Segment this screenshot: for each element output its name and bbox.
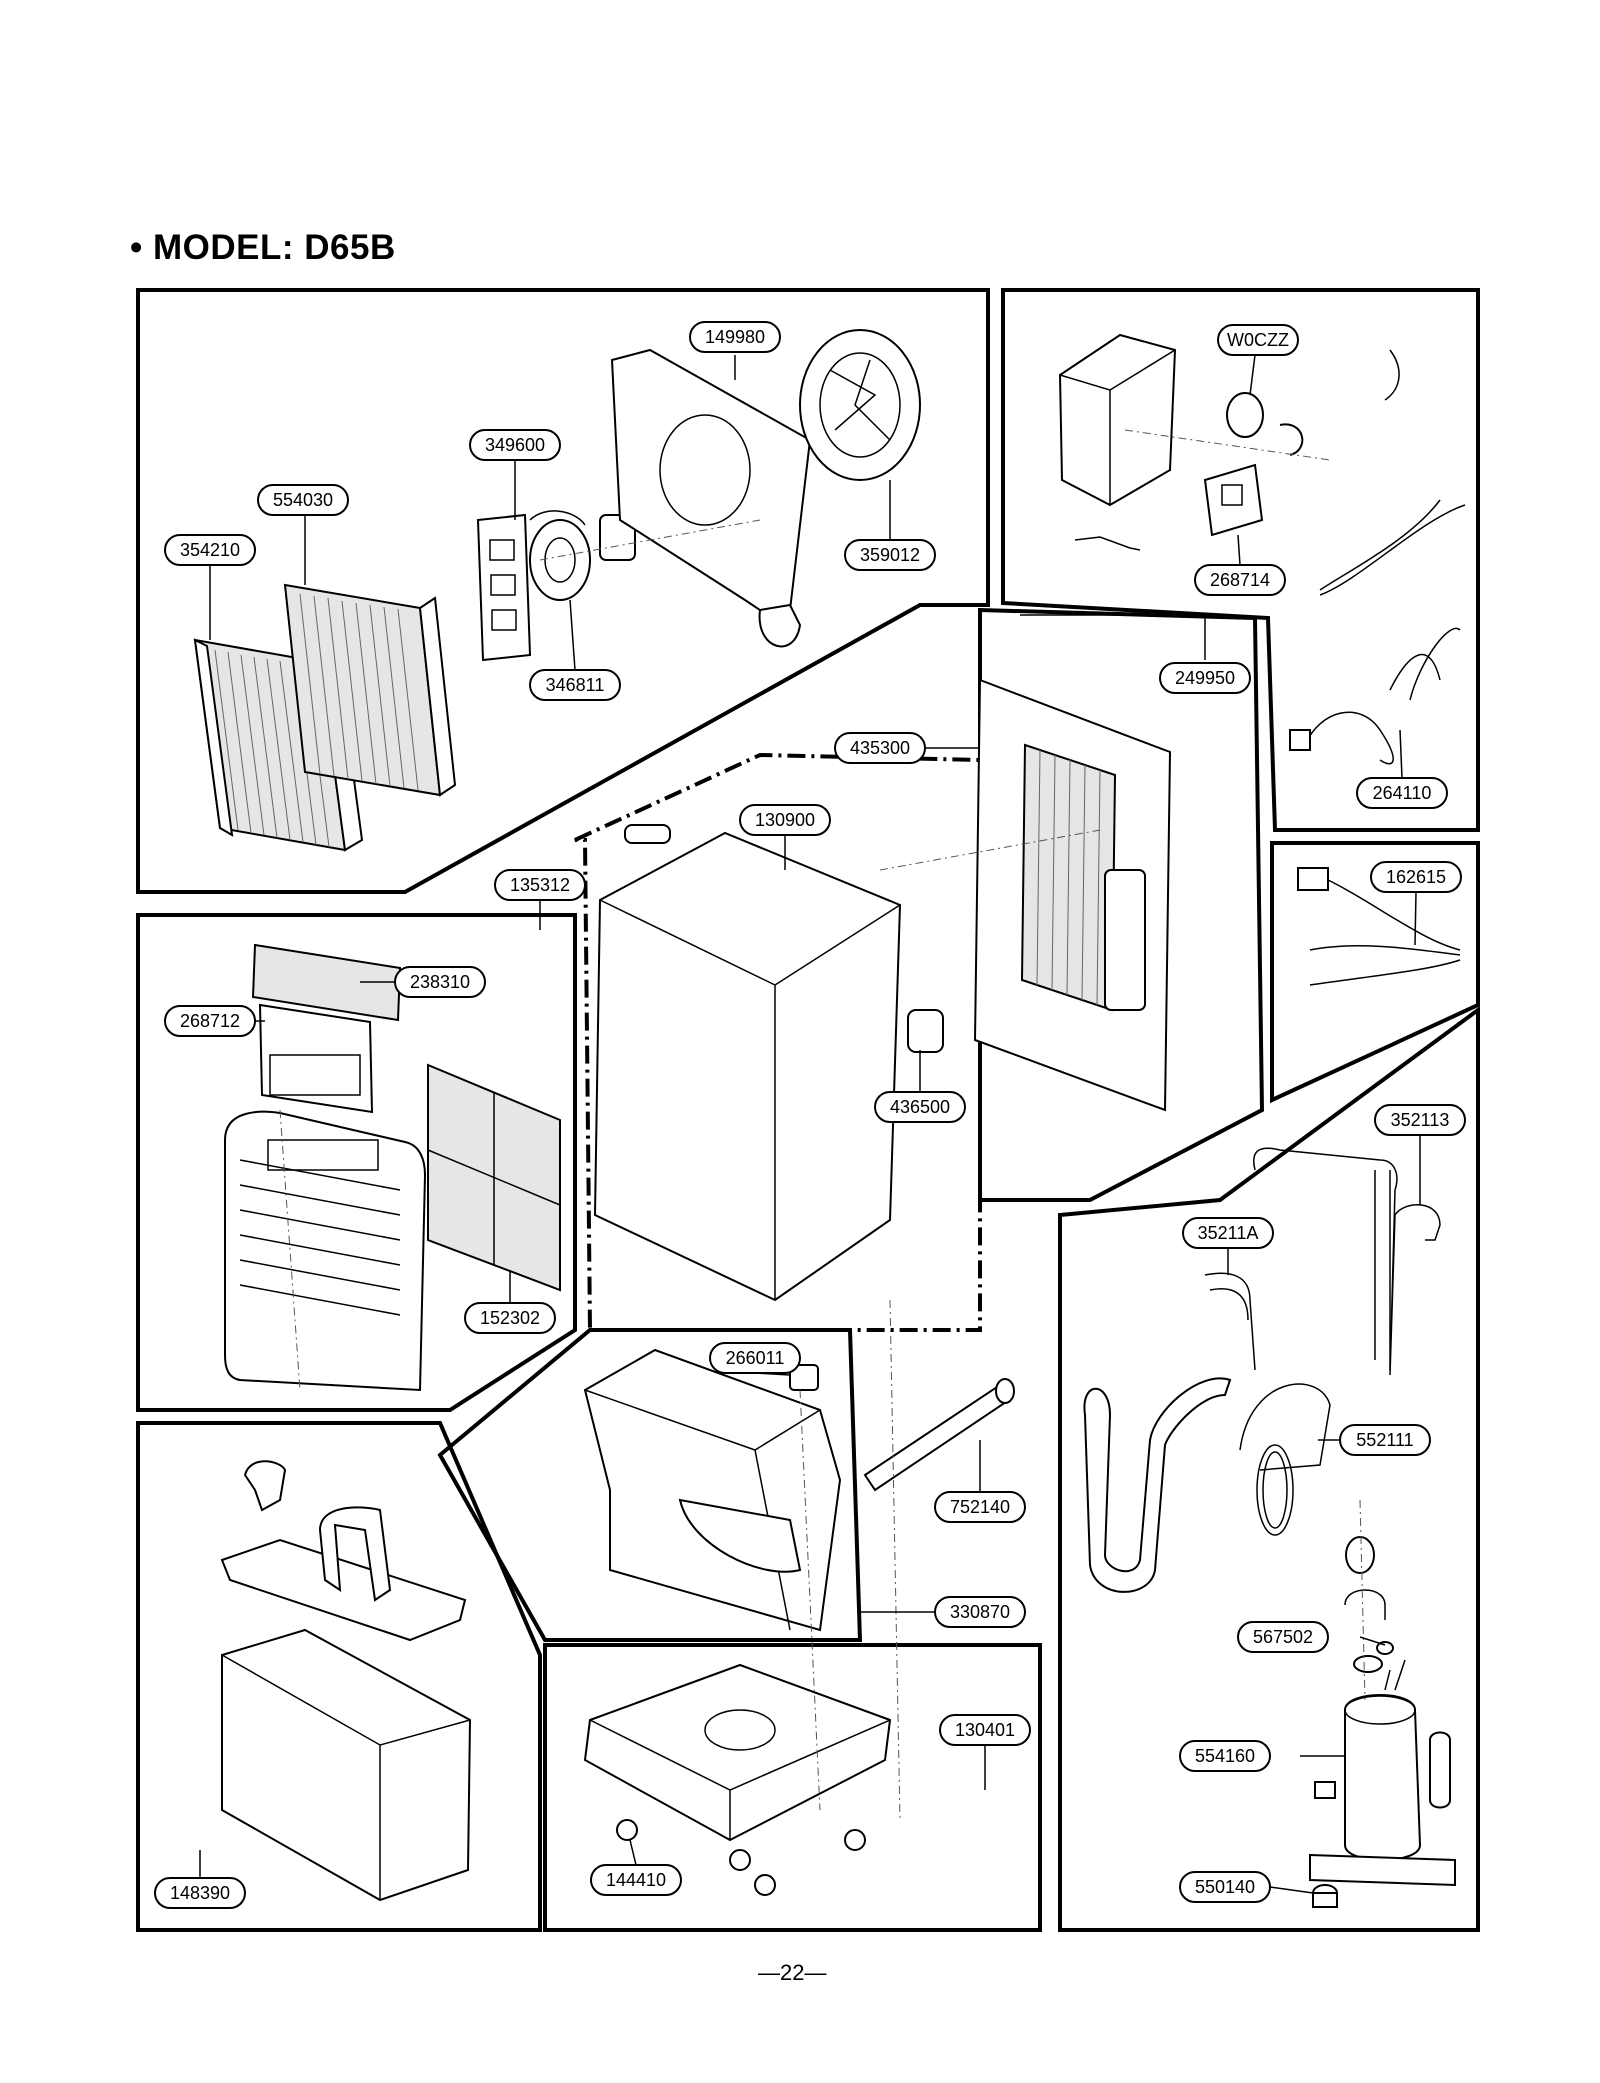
callout-152302: 152302 — [464, 1270, 556, 1334]
callout-346811: 346811 — [529, 599, 621, 701]
harness-162615 — [1297, 867, 1461, 986]
power-cord-264110 — [1289, 627, 1461, 765]
casters-144410 — [616, 1819, 866, 1896]
callout-135312: 135312 — [494, 869, 586, 930]
callout-436500: 436500 — [874, 1050, 966, 1123]
part-number: 268712 — [180, 1011, 240, 1031]
part-number: 35211A — [1198, 1223, 1259, 1243]
callout-249950: 249950 — [1020, 614, 1251, 694]
part-number: 567502 — [1253, 1627, 1313, 1647]
part-number: 435300 — [850, 738, 910, 758]
condenser-coil-554030 — [283, 583, 457, 797]
callout-349600: 349600 — [469, 429, 561, 520]
part-number: 238310 — [410, 972, 470, 992]
callout-554160: 554160 — [1179, 1740, 1345, 1772]
callout-567502: 567502 — [1237, 1621, 1386, 1653]
part-number: 550140 — [1195, 1877, 1255, 1897]
motor-bracket-349600 — [476, 513, 532, 662]
callout-266011: 266011 — [709, 1342, 801, 1376]
part-number: 144410 — [606, 1870, 666, 1890]
capacitor-W0CZZ — [1226, 392, 1304, 456]
callout-359012: 359012 — [844, 480, 936, 571]
control-panel-238310 — [251, 943, 402, 1022]
part-number: 436500 — [890, 1097, 950, 1117]
section-frames — [136, 288, 1480, 1932]
callout-148390: 148390 — [154, 1850, 246, 1909]
part-number: 135312 — [510, 875, 570, 895]
part-number: 330870 — [950, 1602, 1010, 1622]
pipe-35211A — [1083, 1272, 1256, 1593]
bucket-148390 — [220, 1460, 472, 1902]
part-number: 352113 — [1391, 1110, 1450, 1130]
part-number: 148390 — [170, 1883, 230, 1903]
callout-268712: 268712 — [164, 1005, 265, 1037]
float-266011 — [789, 1364, 819, 1391]
air-filter-152302 — [427, 1063, 561, 1292]
part-number: 264110 — [1373, 783, 1432, 803]
part-number: 266011 — [726, 1348, 785, 1368]
clip — [1074, 536, 1141, 551]
part-number: 554030 — [273, 490, 333, 510]
callout-W0CZZ: W0CZZ — [1217, 324, 1299, 396]
part-number: 554160 — [1195, 1746, 1255, 1766]
callout-552111: 552111 — [1318, 1424, 1431, 1456]
drain-hose-752140 — [863, 1378, 1015, 1492]
rear-grille-435300 — [973, 678, 1172, 1112]
part-number: 354210 — [180, 540, 240, 560]
part-number: 349600 — [485, 435, 545, 455]
callout-264110: 264110 — [1356, 729, 1448, 809]
callout-238310: 238310 — [360, 966, 486, 998]
drain-pan-330870 — [583, 1348, 842, 1632]
control-box — [1058, 333, 1177, 507]
callout-35211A: 35211A — [1182, 1217, 1274, 1275]
fan-blade-359012 — [799, 329, 921, 481]
callout-352113: 352113 — [1374, 1104, 1466, 1205]
callout-435300: 435300 — [834, 732, 980, 764]
relay-268714 — [1203, 463, 1264, 537]
cabinet-130900 — [593, 824, 944, 1302]
compressor-554160 — [1309, 1659, 1456, 1887]
part-number: 268714 — [1210, 570, 1270, 590]
pipe-352113 — [1253, 1147, 1441, 1376]
page-number: —22— — [758, 1960, 827, 1985]
callout-149980: 149980 — [689, 321, 781, 380]
callout-554030: 554030 — [257, 484, 349, 585]
callout-550140: 550140 — [1179, 1871, 1314, 1903]
callout-130401: 130401 — [939, 1714, 1031, 1790]
callout-162615: 162615 — [1370, 861, 1462, 946]
callout-330870: 330870 — [860, 1596, 1026, 1628]
callout-354210: 354210 — [164, 534, 256, 640]
part-number: 152302 — [480, 1308, 540, 1328]
part-number: 359012 — [860, 545, 920, 565]
callout-752140: 752140 — [934, 1440, 1026, 1523]
part-number: W0CZZ — [1227, 330, 1289, 350]
front-panel-135312 — [224, 1110, 427, 1392]
pcb-268712 — [258, 1003, 374, 1114]
part-number: 249950 — [1175, 668, 1235, 688]
grommet-550140 — [1312, 1781, 1338, 1908]
part-number: 130900 — [755, 810, 815, 830]
base-130401 — [583, 1663, 892, 1842]
capillary-552111 — [1239, 1383, 1331, 1536]
part-number: 346811 — [546, 675, 605, 695]
part-number: 552111 — [1356, 1430, 1413, 1450]
fan-housing-149980 — [610, 348, 812, 648]
fan-motor-346811 — [529, 510, 636, 601]
part-number: 752140 — [950, 1497, 1010, 1517]
part-number: 162615 — [1386, 867, 1446, 887]
callout-130900: 130900 — [739, 804, 831, 870]
callout-268714: 268714 — [1194, 534, 1286, 596]
guide-lines — [279, 429, 1366, 1821]
clamp-567502 — [1344, 1536, 1394, 1673]
part-number: 130401 — [955, 1720, 1015, 1740]
model-title: • MODEL: D65B — [130, 228, 396, 267]
callout-144410: 144410 — [590, 1839, 682, 1896]
wire-harness-249950 — [1319, 349, 1466, 596]
part-number: 149980 — [705, 327, 765, 347]
